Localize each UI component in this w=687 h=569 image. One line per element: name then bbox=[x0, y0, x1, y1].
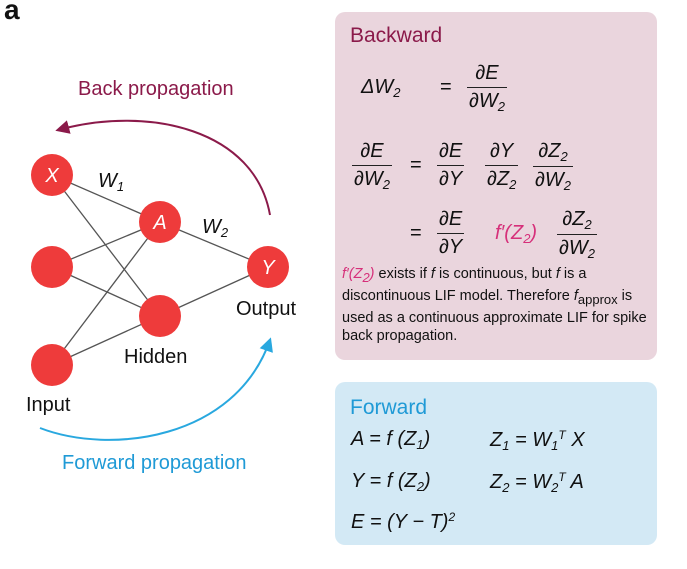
network-diagram: X A Y bbox=[31, 119, 289, 441]
forward-propagation-arrow bbox=[39, 337, 273, 441]
node-y bbox=[247, 246, 289, 288]
backward-eq3-frac-de-dy: ∂E ∂Y bbox=[437, 208, 465, 258]
edge-x-h2 bbox=[51, 174, 161, 317]
input-label: Input bbox=[26, 394, 71, 416]
backward-eq2-equals: = bbox=[410, 154, 422, 176]
backward-note: f′(Z2) exists if f is continuous, but f … bbox=[342, 266, 647, 344]
back-propagation-arrow bbox=[55, 119, 271, 216]
forward-eq-y: Y = f (Z2) bbox=[351, 470, 431, 494]
backward-title: Backward bbox=[350, 24, 443, 47]
node-x-label: X bbox=[44, 165, 59, 187]
node-input-2 bbox=[31, 246, 73, 288]
panel-label: a bbox=[4, 0, 20, 25]
node-x bbox=[31, 154, 73, 196]
forward-box bbox=[335, 382, 657, 545]
forward-propagation-label: Forward propagation bbox=[62, 452, 247, 474]
forward-eq-z1: Z1 = W1T X bbox=[490, 428, 585, 453]
node-hidden-2 bbox=[139, 295, 181, 337]
weight-2-label: W2 bbox=[202, 216, 229, 240]
backward-eq3-fprime: f′(Z2) bbox=[495, 222, 538, 246]
backward-eq1-lhs: ΔW2 bbox=[361, 76, 401, 100]
backward-eq1-equals: = bbox=[440, 76, 452, 98]
backward-eq1-fraction: ∂E ∂W2 bbox=[467, 62, 507, 114]
forward-title: Forward bbox=[350, 396, 428, 419]
backward-eq2-lhs-fraction: ∂E ∂W2 bbox=[352, 140, 392, 192]
nodes bbox=[31, 154, 289, 386]
forward-eq-a: A = f (Z1) bbox=[351, 428, 431, 452]
edge-i3-a bbox=[51, 221, 161, 366]
node-y-label: Y bbox=[261, 257, 276, 279]
backward-eq2-frac-dz-dw: ∂Z2 ∂W2 bbox=[533, 140, 573, 193]
node-input-3 bbox=[31, 344, 73, 386]
back-propagation-label: Back propagation bbox=[78, 78, 234, 100]
backward-box bbox=[335, 12, 657, 360]
weight-1-label: W1 bbox=[98, 170, 125, 194]
output-label: Output bbox=[236, 298, 297, 320]
hidden-label: Hidden bbox=[124, 346, 188, 368]
backward-eq2-frac-de-dy: ∂E ∂Y bbox=[437, 140, 465, 190]
backward-eq3-frac-dz-dw: ∂Z2 ∂W2 bbox=[557, 208, 597, 261]
forward-eq-z2: Z2 = W2T A bbox=[490, 470, 584, 495]
forward-eq-e: E = (Y − T)2 bbox=[351, 510, 456, 533]
node-a-label: A bbox=[152, 212, 166, 234]
node-a bbox=[139, 201, 181, 243]
backward-eq2-frac-dy-dz: ∂Y ∂Z2 bbox=[485, 140, 519, 192]
backward-eq3-equals: = bbox=[410, 222, 422, 244]
